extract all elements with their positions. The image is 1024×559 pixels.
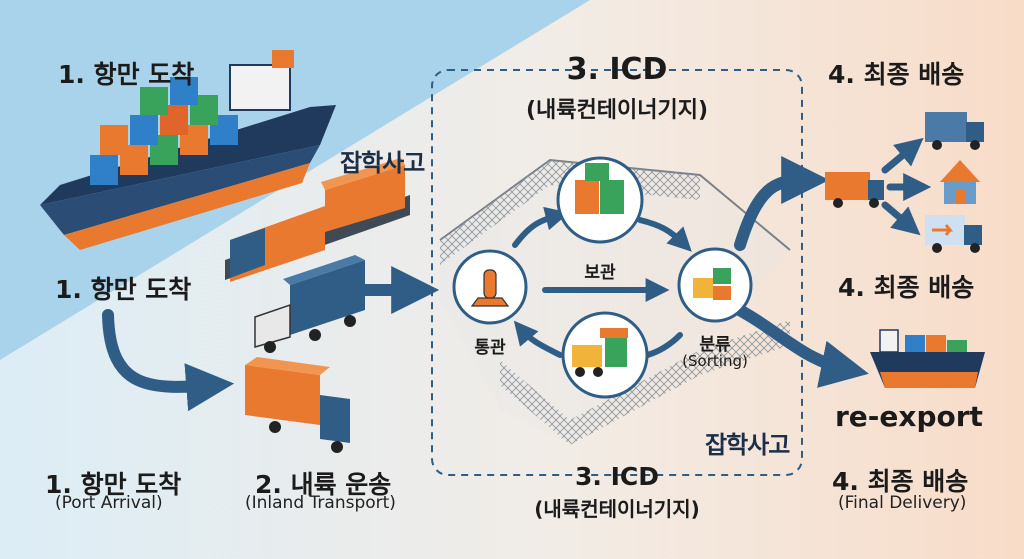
customs-node <box>454 251 526 323</box>
watermark-bottom: 잡학사고 <box>705 425 789 460</box>
customs-label: 통관 <box>474 333 505 358</box>
sorting-label-en: (Sorting) <box>682 352 748 370</box>
final-delivery-label-top: 4. 최종 배송 <box>828 55 964 91</box>
port-arrival-label-en: (Port Arrival) <box>55 493 163 513</box>
sorting-node <box>679 249 751 321</box>
icd-title-top: 3. ICD <box>567 52 668 87</box>
final-delivery-label-en: (Final Delivery) <box>838 493 966 513</box>
port-arrival-label-mid: 1. 항만 도착 <box>55 270 191 306</box>
watermark-top: 잡학사고 <box>340 143 424 178</box>
reexport-label: re-export <box>835 400 983 433</box>
inland-transport-label-en: (Inland Transport) <box>245 493 396 513</box>
port-arrival-label-top: 1. 항만 도착 <box>58 55 194 91</box>
forklift-node <box>563 313 647 397</box>
storage-label: 보관 <box>584 258 615 283</box>
final-delivery-label-mid: 4. 최종 배송 <box>838 268 974 304</box>
icd-subtitle-bottom: (내륙컨테이너기지) <box>534 493 699 522</box>
icd-subtitle-top: (내륙컨테이너기지) <box>526 92 708 124</box>
storage-node <box>558 158 642 242</box>
icd-title-bottom: 3. ICD <box>575 462 659 491</box>
